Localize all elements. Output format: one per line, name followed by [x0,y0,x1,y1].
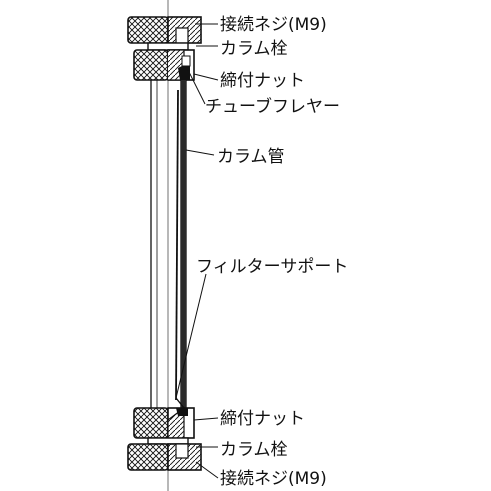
label-column-plug-top: カラム栓 [220,39,288,59]
labels: 接続ネジ(M9) カラム栓 締付ナット チューブフレヤー カラム管 フィルターサ… [196,15,348,489]
label-connection-screw-top: 接続ネジ(M9) [220,15,327,35]
label-connection-screw-bottom: 接続ネジ(M9) [220,469,327,489]
leader-filter-support [175,273,207,399]
top-connection-screw-knurl [127,16,169,44]
bottom-fitting [127,406,202,471]
label-tube-flare: チューブフレヤー [205,96,340,117]
leader-column-tube [185,149,215,156]
leader-connection-screw-bottom [195,461,219,479]
label-tightening-nut-top: 締付ナット [220,71,305,91]
label-filter-support: フィルターサポート [196,257,348,277]
column-tube [150,80,187,409]
bottom-connection-screw-knurl [127,443,169,471]
leader-tightening-nut-top [193,73,219,81]
label-column-plug-bottom: カラム栓 [220,440,288,460]
filter-support [175,89,179,401]
top-fitting [127,16,202,81]
label-column-tube: カラム管 [217,147,285,167]
label-tightening-nut-bottom: 締付ナット [220,409,305,429]
leader-tightening-nut-bottom [193,417,219,421]
leader-tube-flare [187,69,206,105]
leader-lines [175,23,219,479]
top-tightening-nut-knurl [133,49,169,81]
bottom-tightening-nut-knurl [133,407,169,439]
